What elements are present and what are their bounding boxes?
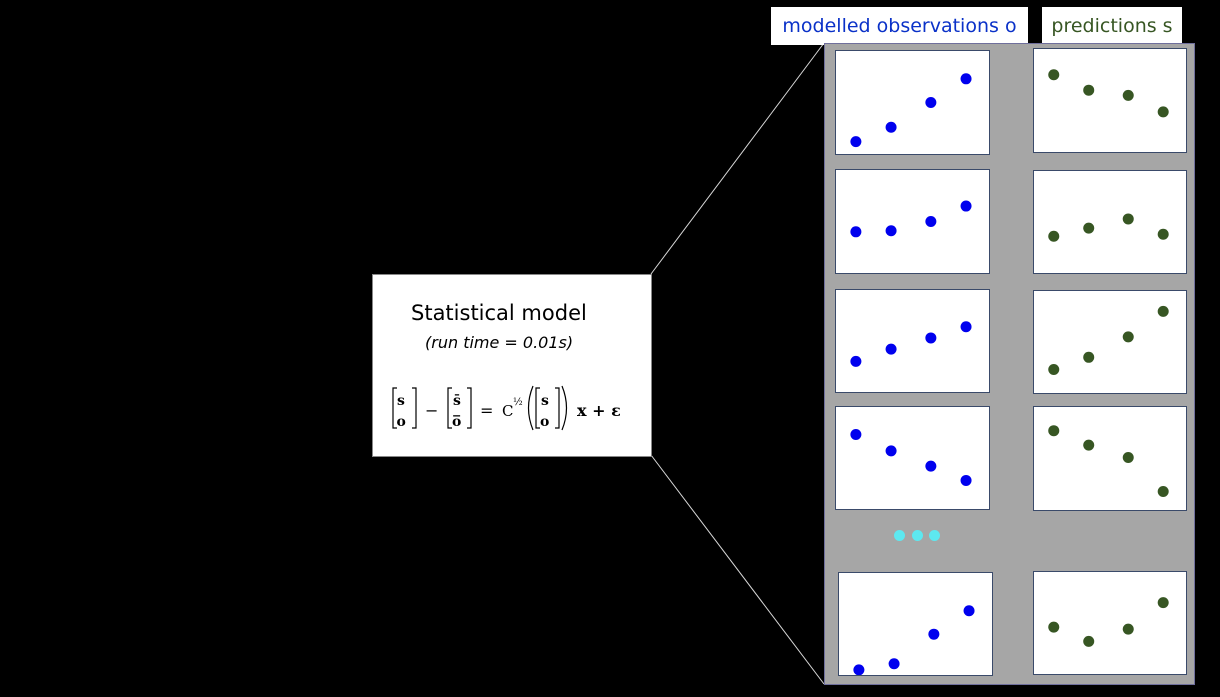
pred-plot-3-point-4 [1157, 305, 1169, 317]
obs-plot-2-point-4 [960, 200, 972, 212]
eq-lhs-s: s [397, 393, 405, 409]
obs-plot-3-point-2 [885, 343, 897, 355]
pred-plot-2-point-1 [1048, 230, 1060, 242]
pred-plot-5-point-4 [1157, 597, 1169, 609]
obs-plot-3-point-3 [925, 332, 937, 344]
obs-plot-2-point-3 [925, 216, 937, 227]
pred-plot-4-point-2 [1083, 439, 1095, 451]
pred-plot-3-point-3 [1122, 331, 1134, 343]
pred-plot-4-point-1 [1048, 425, 1060, 437]
model-title: Statistical model [411, 301, 587, 325]
pred-plot-5-point-1 [1048, 621, 1060, 633]
pred-plot-2-point-2 [1083, 222, 1095, 234]
obs-plot-1-point-3 [925, 97, 937, 108]
eq-mean-o: o̅ [452, 414, 461, 430]
eq-rhs-o: o [540, 414, 549, 430]
eq-rhs-s: s [541, 393, 549, 409]
pred-plot-1-point-3 [1122, 89, 1134, 101]
predictions-label: predictions s [1042, 7, 1182, 45]
dots-ellipsis-icon [894, 530, 905, 541]
obs-plot-4-point-3 [925, 460, 937, 472]
pred-plot-2-point-4 [1157, 228, 1169, 240]
obs-plot-2-point-2 [885, 225, 897, 237]
pred-plot-5-point-3 [1122, 623, 1134, 635]
pred-plot-5-point-2 [1083, 635, 1095, 647]
pred-plot-2 [1033, 170, 1187, 274]
connector-line-top [650, 42, 825, 275]
obs-plot-5-point-3 [928, 628, 940, 640]
ellipsis-dot [929, 530, 940, 541]
obs-plot-2-point-1 [850, 226, 862, 238]
pred-plot-4-point-3 [1122, 451, 1134, 463]
obs-plot-5-point-2 [888, 658, 900, 670]
pred-plot-1-point-4 [1157, 106, 1169, 118]
pred-plot-3 [1033, 290, 1187, 394]
obs-plot-1-point-2 [885, 121, 897, 133]
pred-plot-2-point-3 [1122, 213, 1134, 225]
obs-plot-4-point-2 [885, 445, 897, 457]
obs-plot-4-point-4 [960, 474, 972, 486]
pred-plot-1-point-1 [1048, 69, 1060, 81]
statistical-model-box: Statistical model (run time = 0.01s) s o… [372, 274, 652, 457]
obs-plot-5 [838, 572, 993, 676]
obs-plot-1-point-1 [850, 136, 862, 148]
obs-plot-2 [835, 169, 990, 274]
eq-minus: − [425, 401, 438, 420]
obs-plot-4-point-1 [850, 429, 862, 441]
eq-tail: x + ε [577, 401, 621, 420]
obs-plot-3 [835, 289, 990, 393]
pred-plot-4-point-4 [1157, 485, 1169, 497]
model-equation: s o − s̄ o̅ = C ½ s o x + ε [392, 385, 621, 431]
obs-plot-4 [835, 406, 990, 510]
obs-plot-1 [835, 50, 990, 155]
obs-plot-1-point-4 [960, 73, 972, 85]
eq-equals: = [480, 401, 493, 420]
obs-plot-5-point-4 [963, 605, 975, 617]
pred-plot-1-point-2 [1083, 84, 1095, 96]
eq-cov: C [502, 402, 513, 420]
eq-mean-s: s̄ [453, 393, 461, 409]
obs-plot-5-point-1 [853, 664, 865, 675]
pred-plot-5 [1033, 571, 1187, 675]
obs-plot-3-point-1 [850, 355, 862, 367]
model-runtime: (run time = 0.01s) [425, 333, 574, 352]
pred-plot-3-point-2 [1083, 351, 1095, 363]
connector-line-bottom [650, 454, 825, 685]
pred-plot-3-point-1 [1048, 364, 1060, 376]
ellipsis-dot [912, 530, 923, 541]
pred-plot-1 [1033, 48, 1187, 153]
eq-cov-power: ½ [513, 397, 523, 408]
observations-label: modelled observations o [771, 7, 1028, 45]
pred-plot-4 [1033, 406, 1187, 511]
obs-plot-3-point-4 [960, 321, 972, 333]
eq-lhs-o: o [397, 414, 406, 430]
